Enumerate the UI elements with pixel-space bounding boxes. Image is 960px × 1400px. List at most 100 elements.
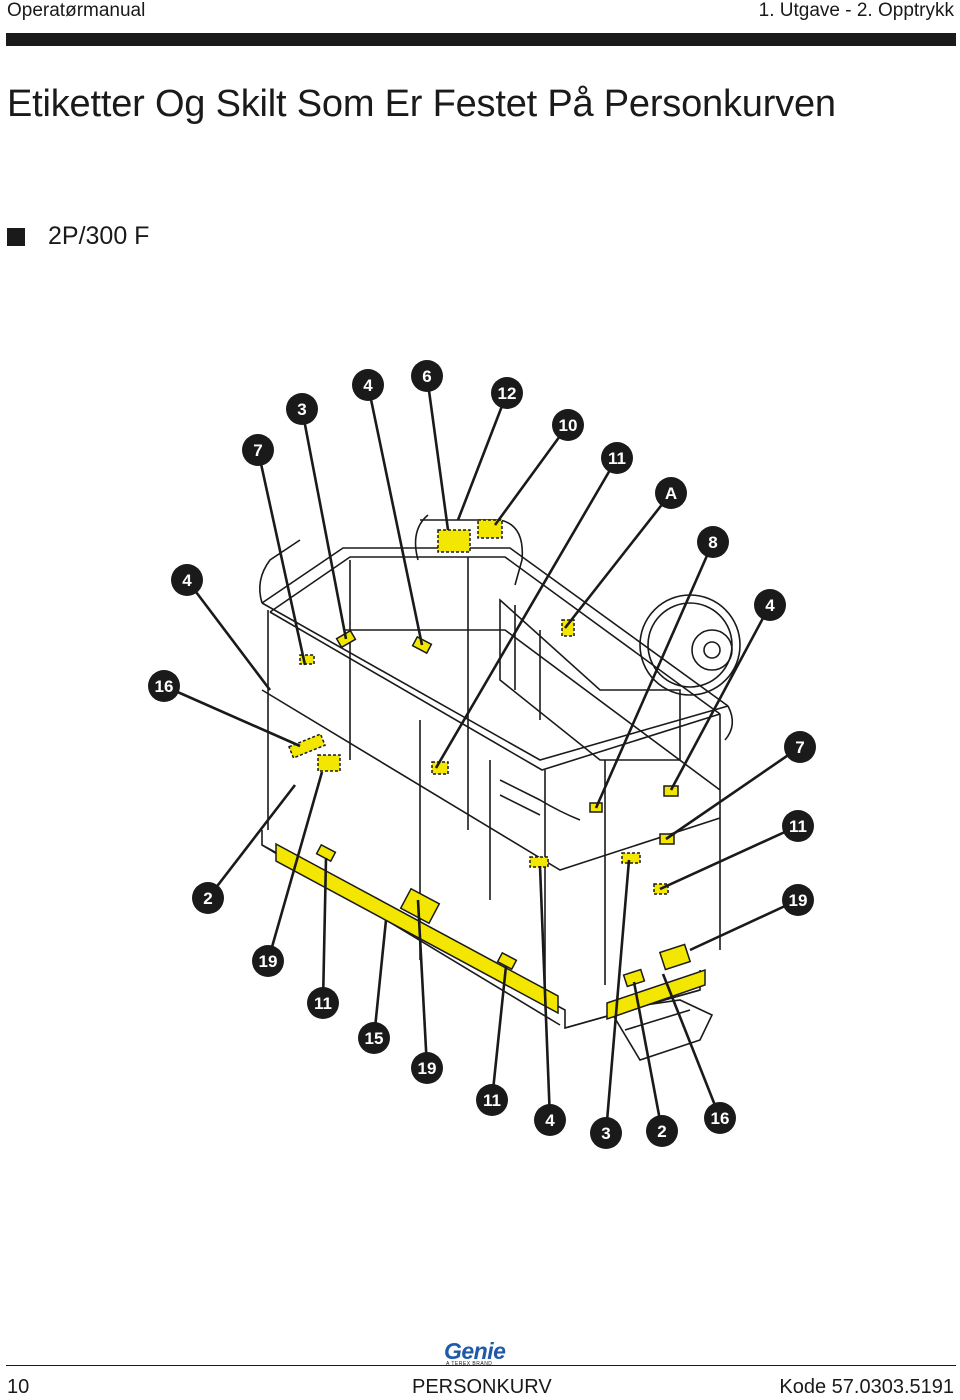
model-heading: 2P/300 F bbox=[7, 222, 149, 251]
callout-bubble bbox=[784, 731, 816, 763]
leader-line-15 bbox=[372, 919, 388, 1039]
leader-line-11 bbox=[321, 857, 328, 1004]
callout-label: A bbox=[665, 484, 677, 503]
leader-line-4 bbox=[538, 865, 552, 1121]
leader-line-16 bbox=[163, 684, 301, 748]
callout-label: 8 bbox=[708, 533, 717, 552]
leader-line-12 bbox=[456, 392, 509, 521]
callout-label: 10 bbox=[559, 416, 578, 435]
callout-label: 11 bbox=[608, 449, 626, 468]
decal-3-floor bbox=[621, 852, 641, 864]
decal-6-box bbox=[437, 529, 471, 553]
leader-line-8 bbox=[594, 541, 715, 809]
callout-4: 4 bbox=[754, 589, 786, 621]
decal-12-box bbox=[477, 519, 503, 539]
callout-3: 3 bbox=[286, 393, 318, 425]
callout-bubble bbox=[601, 442, 633, 474]
leader-line-10 bbox=[493, 424, 570, 526]
callout-label: 2 bbox=[203, 889, 212, 908]
callout-bubble bbox=[192, 882, 224, 914]
callout-label: 7 bbox=[795, 738, 804, 757]
decal-A-cover bbox=[561, 619, 575, 637]
callout-label: 12 bbox=[498, 384, 517, 403]
callout-label: 7 bbox=[253, 441, 262, 460]
callout-7: 7 bbox=[242, 434, 274, 466]
decal-7-rail bbox=[299, 654, 315, 665]
leader-line-3 bbox=[300, 408, 348, 640]
header-rule bbox=[6, 33, 956, 46]
model-label: 2P/300 F bbox=[48, 222, 150, 250]
decal-group bbox=[275, 519, 706, 1021]
leader-line-7 bbox=[256, 449, 307, 666]
leader-line-A bbox=[563, 492, 673, 629]
leader-line-6 bbox=[425, 375, 450, 531]
callout-bubble bbox=[171, 564, 203, 596]
decal-19-side bbox=[658, 943, 692, 971]
decal-11-front-right bbox=[496, 951, 518, 971]
callout-11: 11 bbox=[476, 1084, 508, 1116]
callout-19: 19 bbox=[252, 945, 284, 977]
callout-label: 4 bbox=[765, 596, 775, 615]
leader-line-19 bbox=[266, 771, 324, 962]
callout-16: 16 bbox=[704, 1102, 736, 1134]
decal-16-post bbox=[288, 733, 326, 759]
decal-19-post bbox=[317, 754, 341, 772]
callout-bubble bbox=[782, 810, 814, 842]
callout-label: 11 bbox=[789, 817, 807, 836]
manual-title: Operatørmanual bbox=[7, 0, 146, 21]
leader-line-11 bbox=[490, 965, 508, 1101]
leader-line-19 bbox=[689, 898, 799, 952]
callout-4: 4 bbox=[171, 564, 203, 596]
callout-4: 4 bbox=[352, 369, 384, 401]
leader-line-4 bbox=[669, 604, 772, 791]
leader-line-4 bbox=[366, 384, 424, 646]
section-name: PERSONKURV bbox=[412, 1376, 552, 1398]
callout-3: 3 bbox=[590, 1117, 622, 1149]
callout-11: 11 bbox=[782, 810, 814, 842]
decal-4-floor bbox=[529, 856, 549, 868]
callout-label: 19 bbox=[418, 1059, 437, 1078]
leader-line-3 bbox=[604, 859, 631, 1134]
callout-label: 4 bbox=[182, 571, 192, 590]
decal-4-right-post bbox=[663, 785, 679, 797]
leader-line-2 bbox=[632, 981, 664, 1132]
page-number: 10 bbox=[7, 1376, 30, 1398]
callout-label: 11 bbox=[483, 1091, 501, 1110]
callout-bubble bbox=[782, 884, 814, 916]
callout-label: 4 bbox=[545, 1111, 555, 1130]
callout-19: 19 bbox=[411, 1052, 443, 1084]
callout-label: 11 bbox=[314, 994, 332, 1013]
document-code: Kode 57.0303.5191 bbox=[779, 1376, 954, 1398]
callout-bubble bbox=[476, 1084, 508, 1116]
callout-4: 4 bbox=[534, 1104, 566, 1136]
callout-bubble bbox=[242, 434, 274, 466]
leader-line-7 bbox=[665, 745, 801, 841]
callout-bubble bbox=[491, 377, 523, 409]
leader-line-11 bbox=[434, 457, 619, 769]
callout-2: 2 bbox=[192, 882, 224, 914]
callout-11: 11 bbox=[307, 987, 339, 1019]
callout-12: 12 bbox=[491, 377, 523, 409]
leader-line-11 bbox=[659, 824, 799, 891]
callout-label: 2 bbox=[657, 1122, 666, 1141]
callout-6: 6 bbox=[411, 360, 443, 392]
callout-label: 19 bbox=[789, 891, 808, 910]
leader-line-19 bbox=[416, 899, 429, 1069]
callout-bubble bbox=[697, 526, 729, 558]
genie-logo: Genie A TEREX BRAND bbox=[438, 1338, 518, 1368]
callout-bubble bbox=[534, 1104, 566, 1136]
footer-rule bbox=[6, 1365, 956, 1366]
callout-bubble bbox=[411, 360, 443, 392]
callout-bubble bbox=[646, 1115, 678, 1147]
callout-15: 15 bbox=[358, 1022, 390, 1054]
logo-wordmark: Genie bbox=[444, 1338, 506, 1364]
callout-bubble bbox=[286, 393, 318, 425]
page-title: Etiketter Og Skilt Som Er Festet På Pers… bbox=[7, 83, 836, 125]
kickplate-stripe-right bbox=[606, 968, 706, 1021]
leader-line-4 bbox=[185, 579, 272, 691]
callout-bubble bbox=[704, 1102, 736, 1134]
leader-lines bbox=[163, 375, 801, 1134]
callout-11: 11 bbox=[601, 442, 633, 474]
